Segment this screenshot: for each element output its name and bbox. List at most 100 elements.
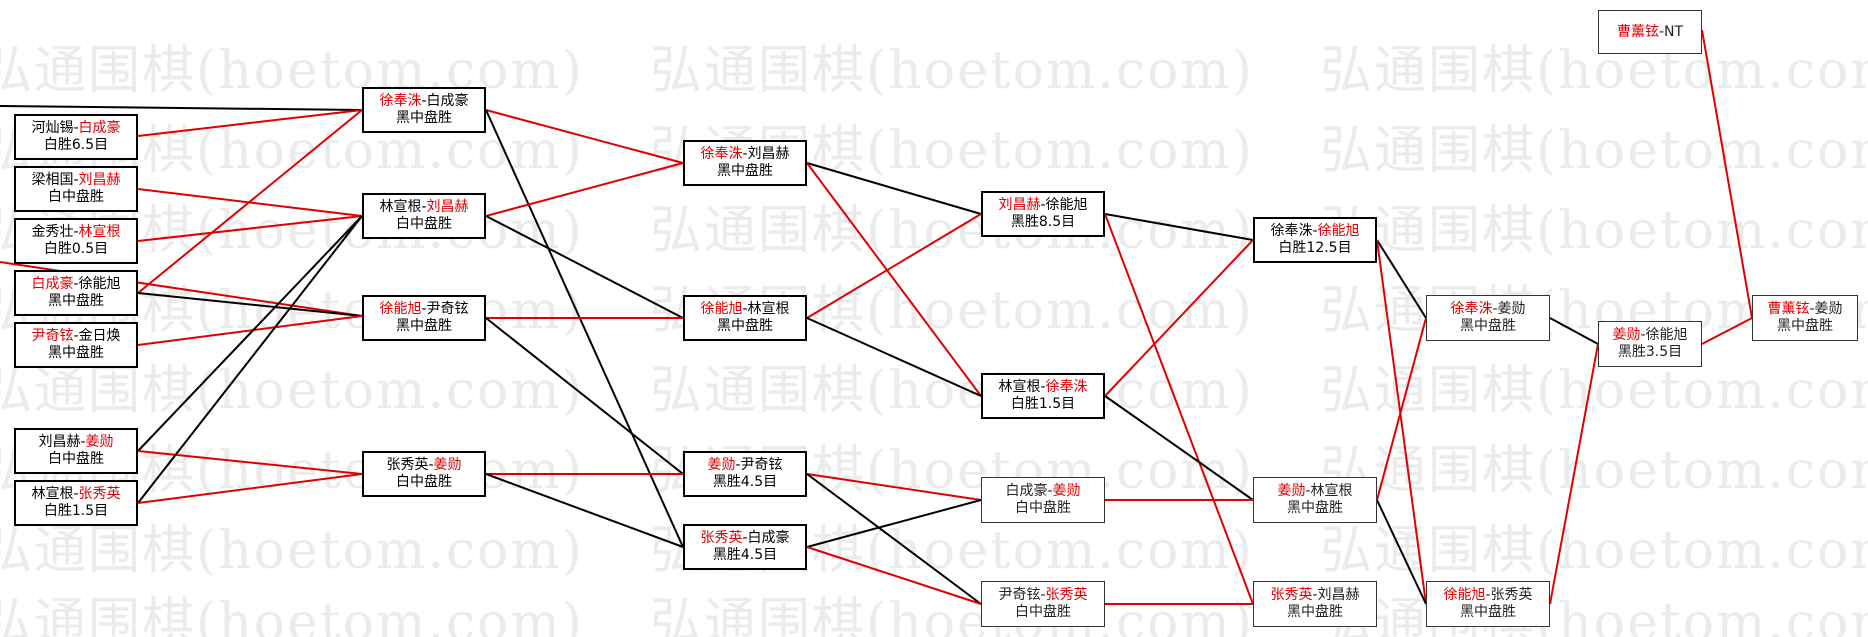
- match-result: 白中盘胜: [396, 216, 452, 232]
- connector-line: [806, 473, 982, 501]
- match-box: 梁相国-刘昌赫 白中盘胜: [14, 166, 138, 212]
- match-box: 姜勋-林宣根 黑中盘胜: [1253, 477, 1377, 523]
- connector-line: [137, 215, 363, 452]
- player-white-winner: 白成豪: [78, 120, 121, 136]
- connector-line: [1104, 213, 1254, 241]
- match-result: 黑中盘胜: [717, 163, 773, 179]
- player-white-winner: 徐奉洙: [1045, 379, 1088, 395]
- match-box: 尹奇铉-金日焕 黑中盘胜: [14, 322, 138, 368]
- match-players: 梁相国-刘昌赫: [31, 172, 121, 188]
- match-players: 白成豪-姜勋: [1005, 483, 1081, 499]
- match-result: 黑中盘胜: [717, 318, 773, 334]
- player-white-winner: 张秀英: [78, 486, 121, 502]
- match-players: 刘昌赫-徐能旭: [998, 197, 1088, 213]
- match-result: 黑中盘胜: [48, 293, 104, 309]
- connector-line: [137, 450, 363, 475]
- player-black-winner: 曹薰铉: [1767, 301, 1810, 317]
- connector-line: [1104, 395, 1254, 501]
- player-white: 刘昌赫: [747, 146, 790, 162]
- match-result: 白胜1.5目: [1010, 396, 1076, 412]
- match-players: 姜勋-尹奇铉: [707, 457, 783, 473]
- match-box: 徐奉洙-白成豪 黑中盘胜: [362, 87, 486, 133]
- match-players: 刘昌赫-姜勋: [38, 434, 114, 450]
- match-box: 徐奉洙-刘昌赫 黑中盘胜: [683, 140, 807, 186]
- match-box: 徐能旭-尹奇铉 黑中盘胜: [362, 295, 486, 341]
- player-black: 张秀英: [386, 457, 429, 473]
- player-black-winner: 白成豪: [31, 276, 74, 292]
- connector-line: [1376, 239, 1427, 605]
- connector-line: [485, 215, 684, 319]
- match-result: 黑中盘胜: [48, 345, 104, 361]
- match-players: 徐奉洙-姜勋: [1450, 301, 1526, 317]
- match-box: 徐奉洙-姜勋 黑中盘胜: [1426, 295, 1550, 341]
- connector-line: [1104, 239, 1254, 397]
- player-white: 林宣根: [747, 301, 790, 317]
- match-players: 尹奇铉-金日焕: [31, 328, 121, 344]
- match-result: 白胜12.5目: [1278, 240, 1352, 256]
- player-white: 白成豪: [426, 93, 469, 109]
- player-black: 尹奇铉: [998, 587, 1041, 603]
- match-players: 徐能旭-尹奇铉: [379, 301, 469, 317]
- player-black: 林宣根: [379, 199, 422, 215]
- player-white: 徐能旭: [78, 276, 121, 292]
- match-players: 林宣根-刘昌赫: [379, 199, 469, 215]
- connector-line: [806, 162, 982, 215]
- match-players: 徐能旭-林宣根: [700, 301, 790, 317]
- match-result: 黑胜8.5目: [1010, 214, 1076, 230]
- connector-line: [1701, 317, 1753, 345]
- connector-line: [137, 473, 363, 504]
- match-result: 白中盘胜: [48, 451, 104, 467]
- match-box: 林宣根-张秀英 白胜1.5目: [14, 480, 138, 526]
- player-white: 尹奇铉: [740, 457, 783, 473]
- match-box: 尹奇铉-张秀英 白中盘胜: [981, 581, 1105, 627]
- match-result: 白胜6.5目: [43, 137, 109, 153]
- connector-line: [485, 317, 684, 475]
- match-players: 姜勋-林宣根: [1277, 483, 1353, 499]
- player-black-winner: 姜勋: [1277, 483, 1306, 499]
- connector-line: [806, 317, 982, 397]
- player-black: 金秀壮: [31, 224, 74, 240]
- match-result: 白胜1.5目: [43, 503, 109, 519]
- connector-line: [1376, 499, 1427, 605]
- match-players: 徐能旭-张秀英: [1443, 587, 1533, 603]
- connector-line: [1104, 213, 1254, 605]
- player-black-winner: 徐奉洙: [1450, 301, 1493, 317]
- match-box: 林宣根-徐奉洙 白胜1.5目: [981, 373, 1105, 419]
- connector-line: [137, 292, 363, 317]
- match-box: 刘昌赫-徐能旭 黑胜8.5目: [981, 191, 1105, 237]
- player-black: 刘昌赫: [38, 434, 81, 450]
- player-white-winner: 张秀英: [1045, 587, 1088, 603]
- player-black: 林宣根: [31, 486, 74, 502]
- connector-line: [1376, 317, 1427, 501]
- player-white: NT: [1664, 23, 1684, 40]
- match-box: 金秀壮-林宣根 白胜0.5目: [14, 218, 138, 264]
- match-box: 白成豪-姜勋 白中盘胜: [981, 477, 1105, 523]
- match-result: 白中盘胜: [1015, 500, 1071, 516]
- connector-line: [0, 105, 363, 111]
- match-box: 姜勋-尹奇铉 黑胜4.5目: [683, 451, 807, 497]
- match-players: 曹薰铉-姜勋: [1767, 301, 1843, 317]
- connector-line: [137, 215, 363, 242]
- match-box: 白成豪-徐能旭 黑中盘胜: [14, 270, 138, 316]
- connector-line: [1376, 239, 1427, 319]
- match-players: 徐奉洙-刘昌赫: [700, 146, 790, 162]
- match-players: 曹薰铉-NT: [1616, 23, 1684, 40]
- connector-line: [485, 473, 684, 548]
- match-players: 金秀壮-林宣根: [31, 224, 121, 240]
- match-players: 尹奇铉-张秀英: [998, 587, 1088, 603]
- match-result: 白胜0.5目: [43, 241, 109, 257]
- player-white: 尹奇铉: [426, 301, 469, 317]
- match-box: 张秀英-白成豪 黑胜4.5目: [683, 524, 807, 570]
- player-black-winner: 徐奉洙: [700, 146, 743, 162]
- match-result: 黑胜3.5目: [1617, 344, 1683, 360]
- player-black-winner: 姜勋: [707, 457, 736, 473]
- player-white: 金日焕: [78, 328, 121, 344]
- player-white-winner: 姜勋: [1052, 483, 1081, 499]
- player-white: 姜勋: [1814, 301, 1843, 317]
- match-box: 林宣根-刘昌赫 白中盘胜: [362, 193, 486, 239]
- match-result: 黑胜4.5目: [712, 547, 778, 563]
- player-white: 徐能旭: [1645, 327, 1688, 343]
- player-black-winner: 徐能旭: [700, 301, 743, 317]
- player-black: 河灿锡: [31, 120, 74, 136]
- player-black-winner: 徐能旭: [1443, 587, 1486, 603]
